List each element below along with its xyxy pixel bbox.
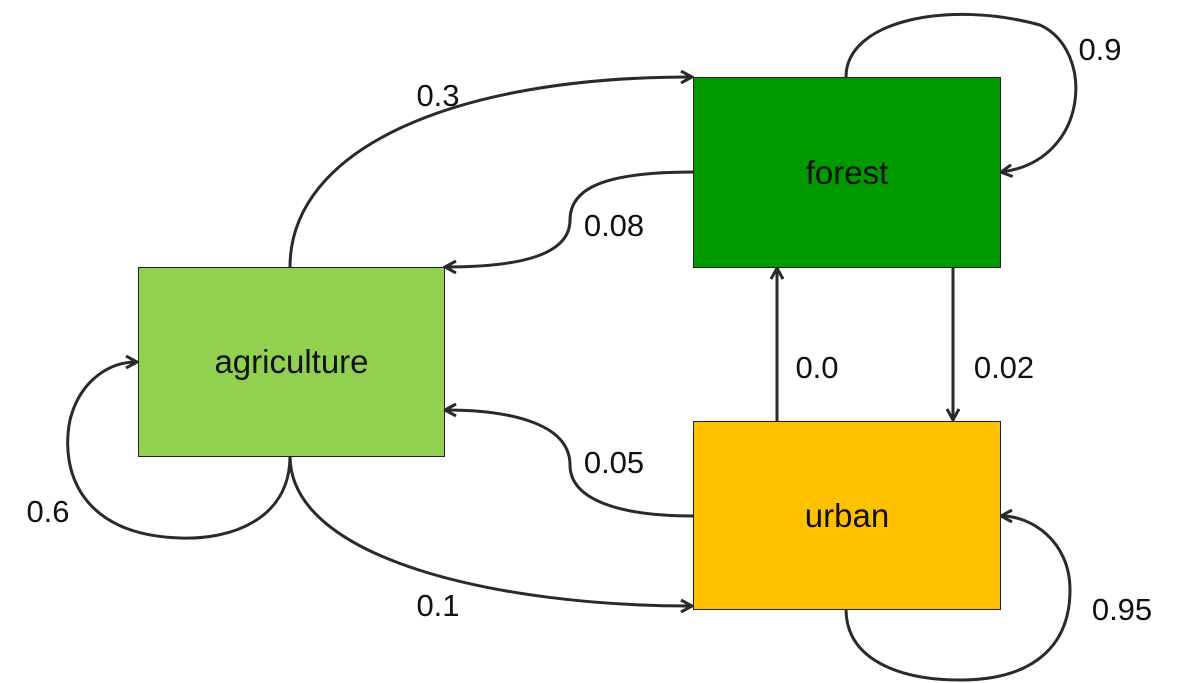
edge-label: 0.9 [1078, 32, 1122, 67]
edge-label: 0.0 [795, 350, 839, 385]
edge-label: 0.1 [416, 588, 460, 623]
edge-label: 0.95 [1091, 592, 1153, 627]
node-label: agriculture [214, 343, 369, 380]
edge-forest-agriculture [446, 170, 694, 267]
node-label: urban [804, 496, 890, 534]
edge-label: 0.05 [583, 445, 645, 480]
edge-agriculture-self [66, 362, 292, 540]
node-label: forest [805, 153, 889, 191]
edge-urban-self [844, 516, 1072, 682]
edge-label: 0.08 [583, 208, 645, 243]
edge-label: 0.6 [26, 494, 70, 529]
edge-label: 0.3 [416, 78, 460, 113]
edge-urban-agriculture [446, 410, 694, 518]
edge-agriculture-forest [288, 77, 691, 268]
node-agriculture: agriculture [138, 267, 445, 457]
edge-label: 0.02 [973, 350, 1035, 385]
node-forest: forest [693, 77, 1001, 268]
edge-agriculture-urban [288, 455, 691, 606]
node-urban: urban [693, 421, 1001, 610]
edge-forest-self [844, 12, 1078, 172]
